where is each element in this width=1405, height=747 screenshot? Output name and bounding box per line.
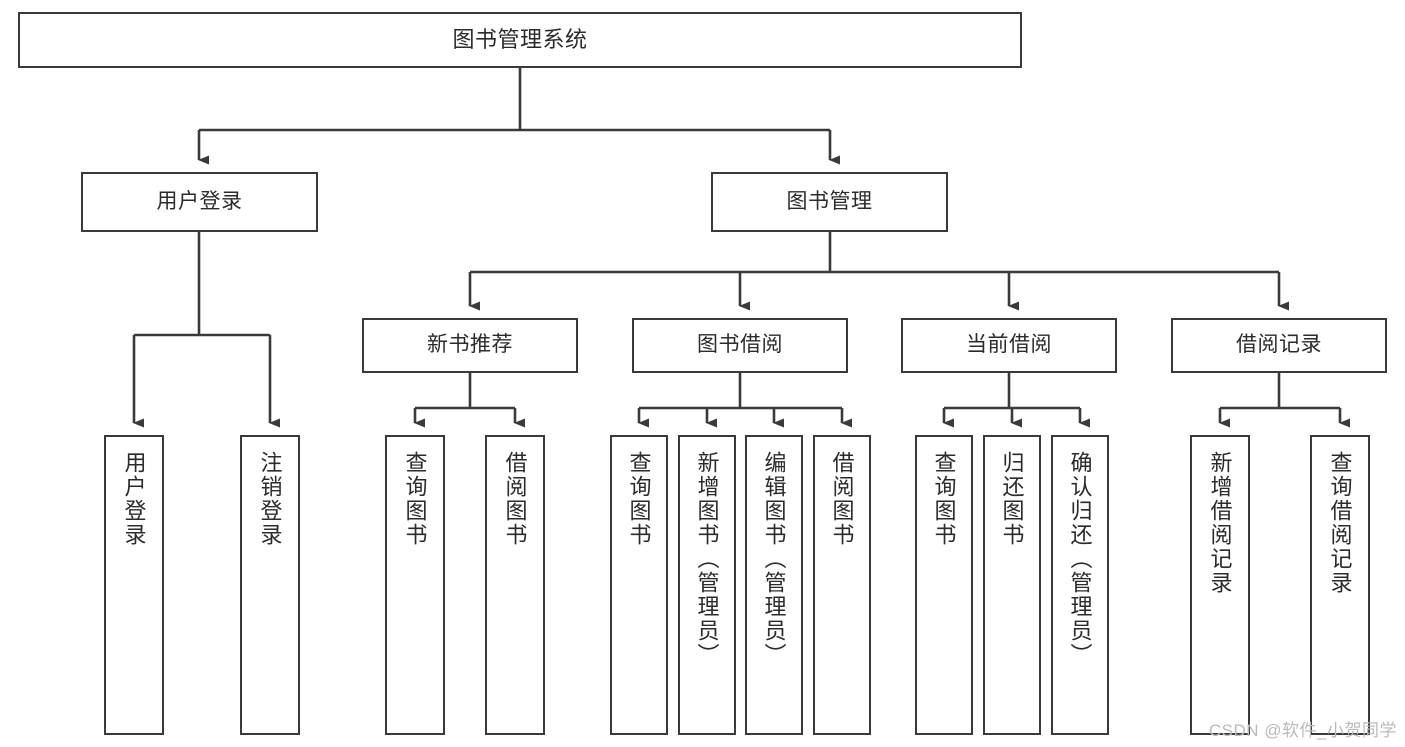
node-borrow-record[interactable]: 借阅记录	[1171, 318, 1387, 373]
node-current-borrow[interactable]: 当前借阅	[901, 318, 1117, 373]
node-label: 新增图书（管理员）	[694, 451, 720, 667]
node-root-book-management-system[interactable]: 图书管理系统	[18, 12, 1022, 68]
node-label: 借阅图书	[502, 451, 528, 547]
node-new-book-recommend[interactable]: 新书推荐	[362, 318, 578, 373]
node-leaf-edit-book-admin[interactable]: 编辑图书（管理员）	[745, 435, 803, 735]
node-label: 用户登录	[121, 451, 147, 547]
node-leaf-borrow-book[interactable]: 借阅图书	[813, 435, 871, 735]
node-leaf-borrow-book-recommend[interactable]: 借阅图书	[485, 435, 545, 735]
node-leaf-add-borrow-record[interactable]: 新增借阅记录	[1190, 435, 1250, 735]
node-label: 图书借阅	[697, 333, 783, 357]
node-label: 用户登录	[156, 189, 243, 213]
node-book-management[interactable]: 图书管理	[711, 172, 948, 232]
node-label: 借阅图书	[829, 451, 855, 547]
node-leaf-logout-login[interactable]: 注销登录	[240, 435, 300, 735]
node-book-borrow[interactable]: 图书借阅	[632, 318, 848, 373]
node-label: 查询图书	[931, 451, 957, 547]
node-label: 查询图书	[626, 451, 652, 547]
node-leaf-return-book[interactable]: 归还图书	[983, 435, 1041, 735]
watermark-text: CSDN @软件_小贺同学	[1208, 721, 1397, 740]
node-label: 确认归还（管理员）	[1067, 451, 1093, 667]
node-user-login[interactable]: 用户登录	[81, 172, 318, 232]
node-leaf-user-login[interactable]: 用户登录	[104, 435, 164, 735]
node-label: 当前借阅	[966, 333, 1052, 357]
node-label: 图书管理	[786, 189, 873, 213]
node-leaf-query-book-borrow[interactable]: 查询图书	[610, 435, 668, 735]
node-label: 新增借阅记录	[1207, 451, 1233, 595]
node-leaf-query-book-recommend[interactable]: 查询图书	[385, 435, 445, 735]
node-label: 图书管理系统	[452, 27, 588, 53]
node-label: 注销登录	[257, 451, 283, 547]
node-leaf-add-book-admin[interactable]: 新增图书（管理员）	[678, 435, 736, 735]
node-label: 借阅记录	[1236, 333, 1322, 357]
node-leaf-query-book-current[interactable]: 查询图书	[915, 435, 973, 735]
node-leaf-confirm-return-admin[interactable]: 确认归还（管理员）	[1051, 435, 1109, 735]
node-label: 编辑图书（管理员）	[761, 451, 787, 667]
node-label: 新书推荐	[427, 333, 513, 357]
node-leaf-query-borrow-record[interactable]: 查询借阅记录	[1310, 435, 1370, 735]
node-label: 查询借阅记录	[1327, 451, 1353, 595]
node-label: 查询图书	[402, 451, 428, 547]
node-label: 归还图书	[999, 451, 1025, 547]
